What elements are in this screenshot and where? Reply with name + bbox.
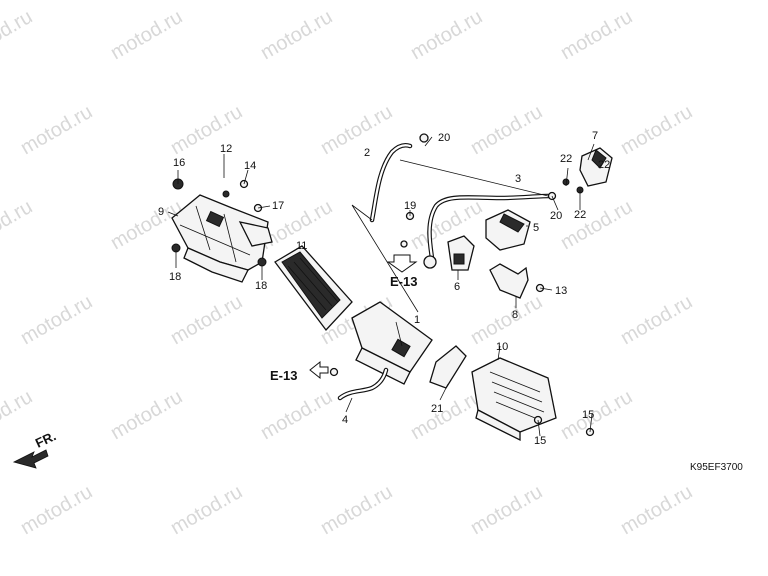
watermark-text: motod.ru (317, 101, 396, 160)
callout-number: 15 (582, 409, 594, 421)
part-1-box (351, 301, 433, 385)
callout-number: 20 (550, 210, 562, 222)
callout-number: 10 (496, 341, 508, 353)
watermark-text: motod.ru (107, 386, 186, 445)
watermark-text: motod.ru (617, 101, 696, 160)
section-ref-label: E-13 (390, 274, 417, 289)
callout-number: 15 (534, 435, 546, 447)
part-9-bracket (171, 190, 273, 283)
watermark-text: motod.ru (467, 101, 546, 160)
watermark-text: motod.ru (0, 6, 36, 65)
callout-number: 2 (364, 147, 370, 159)
cable-3 (423, 193, 551, 269)
watermark-text: motod.ru (557, 386, 636, 445)
callout-number: 22 (598, 159, 610, 171)
callout-number: 4 (342, 414, 348, 426)
watermark-text: motod.ru (317, 481, 396, 540)
watermark-text: motod.ru (0, 386, 36, 445)
callout-number: 12 (220, 143, 232, 155)
cable-2 (369, 143, 413, 223)
callout-number: 8 (512, 309, 518, 321)
section-ref-arrow-2: E-13 (270, 360, 329, 383)
watermark-text: motod.ru (617, 481, 696, 540)
leader-lines (167, 136, 595, 437)
part-21-cover (429, 345, 467, 389)
callout-number: 1 (414, 314, 420, 326)
watermark-text: motod.ru (467, 481, 546, 540)
watermark-text: motod.ru (257, 6, 336, 65)
callout-number: 5 (533, 222, 539, 234)
watermark-text: motod.ru (17, 101, 96, 160)
part-7-connector (579, 147, 613, 187)
callout-number: 19 (404, 200, 416, 212)
part-6-connector (447, 235, 475, 271)
callout-number: 16 (173, 157, 185, 169)
callout-number: 17 (272, 200, 284, 212)
watermark-text: motod.ru (107, 6, 186, 65)
callout-number: 7 (592, 130, 598, 142)
callout-number: 20 (438, 132, 450, 144)
cable-4 (337, 367, 389, 401)
section-ref-arrow-1: E-13 (386, 254, 418, 289)
callout-number: 14 (244, 160, 256, 172)
watermark-text: motod.ru (557, 196, 636, 255)
part-10-regulator (471, 357, 557, 442)
callout-number: 9 (158, 206, 164, 218)
part-8-bracket (489, 263, 529, 299)
diagram-code: K95EF3700 (690, 462, 743, 473)
watermark-text: motod.ru (617, 291, 696, 350)
callout-number: 13 (555, 285, 567, 297)
watermark-text: motod.ru (167, 291, 246, 350)
watermark-text: motod.ru (17, 481, 96, 540)
watermark-text: motod.ru (407, 6, 486, 65)
part-5-relay (485, 209, 531, 251)
section-ref-label: E-13 (270, 368, 297, 383)
watermark-text: motod.ru (557, 6, 636, 65)
callout-number: 18 (255, 280, 267, 292)
watermark-text: motod.ru (257, 386, 336, 445)
callout-number: 21 (431, 403, 443, 415)
watermark-text: motod.ru (0, 196, 36, 255)
callout-number: 22 (574, 209, 586, 221)
front-direction-arrow: FR. (12, 428, 58, 469)
watermark-text: motod.ru (167, 481, 246, 540)
callout-number: 6 (454, 281, 460, 293)
callout-number: 18 (169, 271, 181, 283)
callout-number: 22 (560, 153, 572, 165)
callout-labels: 1 2 3 4 5 6 7 8 9 10 11 12 13 14 15 15 1… (158, 130, 610, 447)
callout-number: 11 (296, 240, 307, 252)
direction-label: FR. (33, 428, 58, 450)
callout-number: 3 (515, 173, 521, 185)
watermark-text: motod.ru (17, 291, 96, 350)
watermark-text: motod.ru (167, 101, 246, 160)
watermark-text: motod.ru (407, 386, 486, 445)
